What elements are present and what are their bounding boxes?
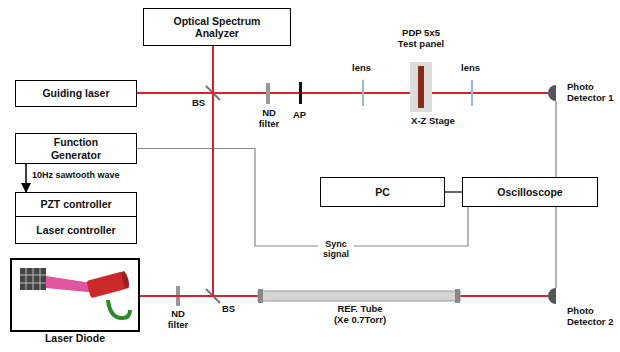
box-label: PC — [375, 186, 390, 198]
diode-chip — [20, 268, 46, 290]
diode-lead — [108, 300, 130, 318]
part-label: BS — [222, 304, 235, 315]
analyzer-box: Optical Spectrum Analyzer — [143, 8, 291, 46]
control-arrow — [25, 164, 27, 192]
laser-diode-box: Laser Diode — [10, 258, 140, 332]
diode-body — [86, 271, 127, 298]
lens — [471, 80, 473, 106]
part-label: REF. Tube (Xe 0.7Torr) — [330, 304, 390, 326]
diode-cap — [120, 270, 130, 289]
box-label: Optical Spectrum Analyzer — [170, 15, 265, 39]
tube-window — [455, 289, 460, 303]
part-label: ND filter — [161, 309, 195, 331]
chip-grid — [20, 268, 46, 290]
sync-wire — [137, 149, 468, 247]
photo-detector — [548, 288, 556, 304]
signal-label: Sync signal — [318, 239, 354, 260]
part-label: BS — [192, 98, 205, 109]
part-label: ND filter — [252, 108, 286, 130]
box-label: Laser controller — [36, 224, 115, 236]
signal-label: 10Hz sawtooth wave — [32, 170, 120, 180]
box-label: Function Generator — [40, 136, 112, 160]
oscilloscope-box: Oscilloscope — [462, 177, 598, 207]
aperture — [299, 82, 302, 104]
box-label: Oscilloscope — [497, 186, 562, 198]
part-label: lens — [352, 63, 371, 74]
generator-box: Function Generator — [15, 133, 137, 164]
xz-stage — [410, 62, 432, 112]
nd-filter — [266, 83, 270, 104]
part-label: lens — [461, 63, 480, 74]
laser-beam — [140, 46, 213, 296]
laser-box: Guiding laser — [15, 80, 137, 107]
tube-window — [258, 289, 263, 303]
controller-box: Laser controller — [15, 216, 137, 244]
part-label: X-Z Stage — [398, 116, 468, 127]
test-panel — [418, 66, 424, 108]
part-label: Photo Detector 2 — [567, 306, 617, 328]
part-label: AP — [293, 110, 306, 121]
diode-housing — [86, 270, 130, 298]
box-label: Laser Diode — [12, 332, 138, 344]
photo-detector — [548, 85, 556, 101]
signal-wire — [556, 101, 557, 177]
lens — [362, 80, 364, 106]
box-label: PZT controller — [40, 198, 111, 210]
part-label: Photo Detector 1 — [567, 82, 617, 104]
controller-box: PZT controller — [15, 192, 137, 217]
signal-wire — [556, 207, 557, 288]
guiding-beam — [137, 92, 548, 94]
box-label: Guiding laser — [42, 87, 109, 99]
data-wire — [445, 191, 462, 192]
pc-box: PC — [320, 177, 445, 207]
part-label: PDP 5x5 Test panel — [392, 28, 450, 50]
reference-tube — [258, 291, 460, 301]
